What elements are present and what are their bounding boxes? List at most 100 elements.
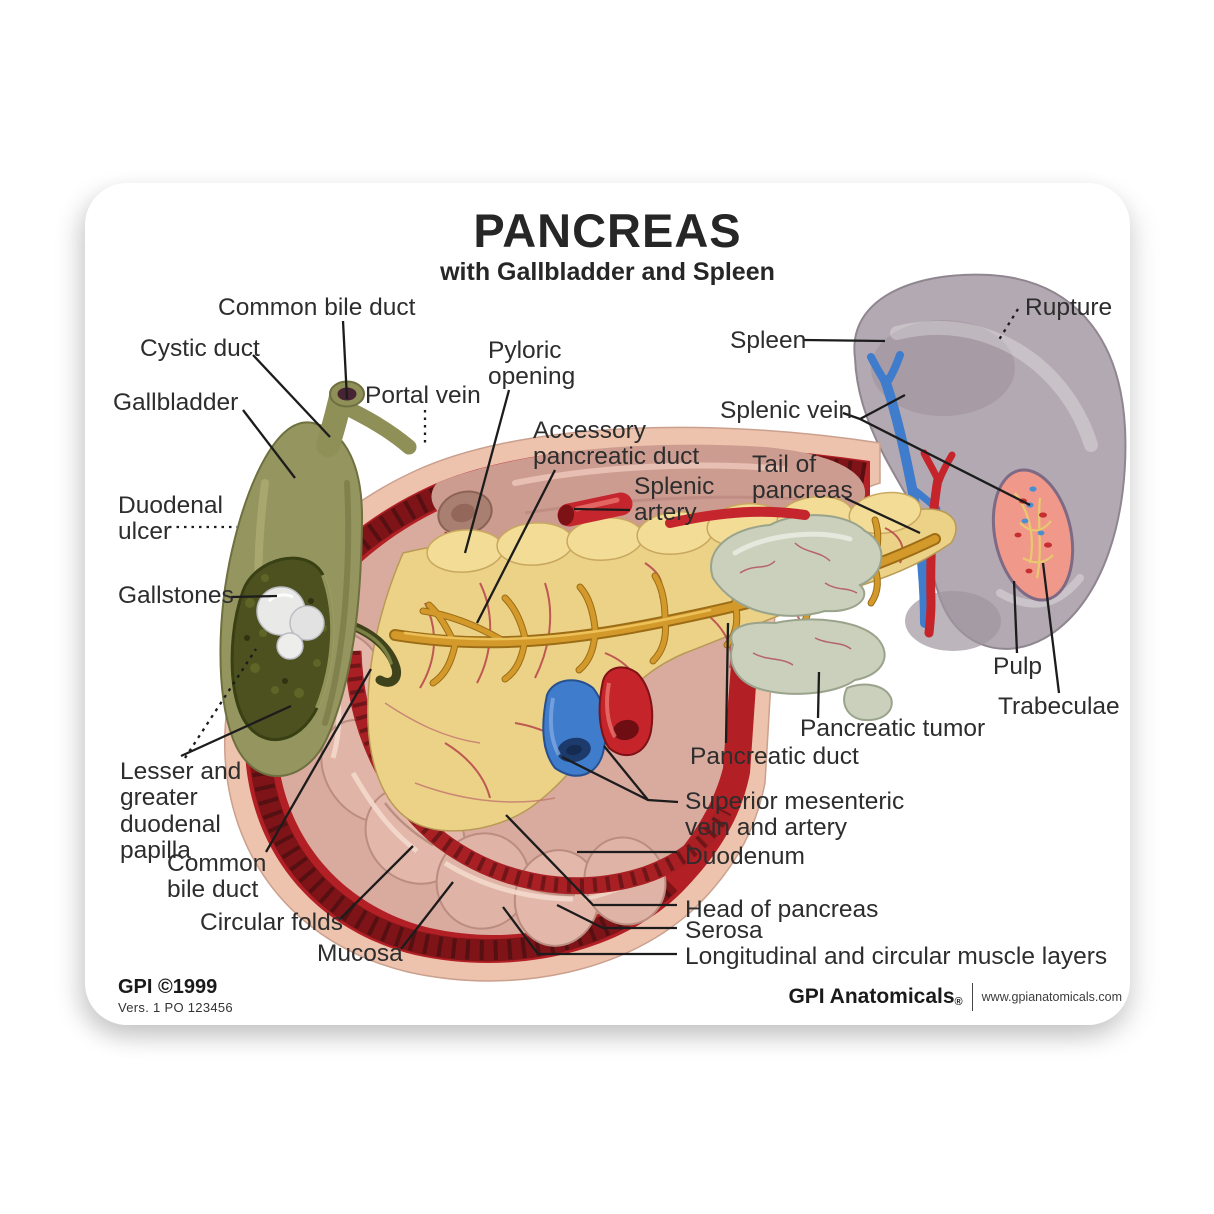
leader-pancreatic-tumor — [816, 671, 821, 719]
leader-common-bile-duct-top — [341, 320, 349, 400]
label-longitudinal-muscle: Longitudinal and circular muscle layers — [685, 943, 1108, 970]
trabecula-line-2 — [1035, 497, 1042, 579]
leader-mucosa — [400, 881, 454, 950]
leader-papilla-dashed — [184, 648, 257, 759]
leader-splenic-vein-b — [859, 417, 1031, 507]
label-pancreatic-duct: Pancreatic duct — [690, 743, 859, 770]
sup-mesenteric-artery-sheen — [605, 682, 617, 738]
duodenal-ulcer-crater — [451, 503, 475, 523]
copyright-text: GPI ©1999 — [118, 976, 218, 998]
accessory-pancreatic-duct-shape — [420, 608, 503, 642]
gallbladder-window-rim — [315, 574, 335, 709]
spleen-sheen — [890, 321, 1098, 452]
leader-pyloric-opening — [463, 389, 511, 554]
bile-texture-dots — [244, 574, 327, 698]
leader-common-bile-duct-bottom — [265, 668, 372, 853]
leader-pulp — [1012, 580, 1019, 654]
version-text: Vers. 1 PO 123456 — [118, 1000, 233, 1015]
label-circular-folds: Circular folds — [200, 909, 343, 936]
leader-spleen — [803, 338, 886, 343]
label-cystic-duct: Cystic duct — [140, 335, 260, 362]
website-url: www.gpianatomicals.com — [981, 990, 1122, 1004]
leader-rupture — [996, 308, 1019, 344]
leader-trabeculae — [1041, 562, 1061, 694]
spleen-shadow-patch — [871, 320, 1015, 416]
footer-divider — [971, 983, 973, 1011]
label-splenic-artery: Splenic artery — [634, 473, 715, 527]
leader-splenic-artery — [573, 507, 631, 512]
label-common-bile-duct-bottom: Common bile duct — [167, 850, 267, 904]
label-mucosa: Mucosa — [317, 940, 403, 967]
splenic-artery-stub-highlight — [574, 497, 620, 512]
splenic-artery-branch-2 — [935, 451, 956, 485]
leader-sup-mesenteric-b — [603, 745, 649, 801]
splenic-vessels-group — [867, 351, 956, 638]
label-head-of-pancreas: Head of pancreas — [685, 896, 879, 923]
leader-lines — [169, 308, 1061, 956]
leader-cystic-duct — [252, 354, 331, 438]
spleen-hilum-shade — [905, 591, 1001, 651]
pancreatic-tumor-group — [710, 514, 893, 722]
pulp-blue-dots — [1021, 486, 1045, 536]
splenic-artery-vessel — [924, 474, 943, 638]
page-subtitle: with Gallbladder and Spleen — [440, 258, 775, 286]
label-gallstones: Gallstones — [118, 582, 234, 609]
label-pulp: Pulp — [993, 653, 1043, 680]
label-duodenal-papilla: Lesser and greater duodenal papilla — [120, 758, 242, 865]
brand-name: GPI Anatomicals® — [788, 985, 963, 1008]
footer-left: GPI ©1999 Vers. 1 PO 123456 — [118, 976, 233, 1015]
label-trabeculae: Trabeculae — [998, 693, 1120, 720]
label-duodenum: Duodenum — [685, 843, 805, 870]
label-serosa: Serosa — [685, 917, 763, 944]
leader-pancreatic-duct — [724, 622, 730, 744]
tumor-upper — [710, 514, 883, 617]
leader-gallbladder — [242, 409, 296, 479]
sup-mesenteric-vein-sheen — [549, 697, 561, 756]
label-superior-mesenteric: Superior mesenteric vein and artery — [685, 788, 905, 842]
registered-mark: ® — [954, 996, 963, 1008]
splenic-artery-sliver — [665, 506, 810, 528]
leader-circular-folds — [338, 845, 414, 921]
sup-mesenteric-artery-opening — [613, 719, 639, 741]
leader-tail-of-pancreas — [844, 496, 921, 535]
label-duodenal-ulcer: Duodenal ulcer — [118, 492, 223, 546]
page-title: PANCREAS — [473, 204, 742, 257]
anatomy-card: PANCREAS with Gallbladder and Spleen Com… — [85, 183, 1130, 1025]
leader-gallstones — [230, 594, 278, 599]
bulb-highlight — [512, 462, 788, 486]
gallbladder-group — [219, 380, 417, 777]
splenic-artery-opening — [557, 504, 575, 526]
common-bile-duct-highlight — [355, 627, 393, 665]
gallstones-shape — [256, 586, 325, 660]
pancreas-illustration — [169, 273, 1127, 982]
tumor-lower-2 — [843, 683, 893, 722]
leader-papilla-solid — [180, 704, 292, 758]
pancreas-cut-lines — [384, 702, 556, 803]
label-gallbladder: Gallbladder — [113, 389, 239, 416]
label-tail-of-pancreas: Tail of pancreas — [752, 451, 853, 505]
leader-head-of-pancreas — [505, 814, 677, 907]
leader-longitudinal — [502, 906, 677, 956]
gallbladder-shadow-edge — [322, 480, 352, 726]
superior-mesenteric-group — [542, 666, 654, 777]
label-portal-vein: Portal vein — [365, 382, 481, 409]
label-splenic-vein: Splenic vein — [720, 397, 853, 424]
trabecula-line-3 — [1019, 520, 1052, 532]
label-pyloric-opening: Pyloric opening — [488, 337, 576, 391]
leader-accessory-duct — [475, 469, 557, 624]
label-common-bile-duct-top: Common bile duct — [218, 294, 416, 321]
spleen-group — [853, 273, 1127, 651]
label-rupture: Rupture — [1025, 294, 1113, 321]
label-pancreatic-tumor: Pancreatic tumor — [800, 715, 986, 742]
tumor-lower — [730, 618, 886, 695]
spleen-sheen-2 — [996, 574, 1084, 608]
tumor-squiggles — [739, 542, 858, 666]
label-spleen: Spleen — [730, 327, 807, 354]
footer-right: GPI Anatomicals® www.gpianatomicals.com — [788, 983, 1122, 1011]
title-block: PANCREAS with Gallbladder and Spleen — [85, 207, 1130, 287]
label-accessory-pancreatic-duct: Accessory pancreatic duct — [533, 417, 700, 471]
vein-lumen — [566, 744, 582, 756]
leader-serosa — [556, 903, 677, 930]
splenic-vein-branch-2 — [883, 351, 904, 387]
